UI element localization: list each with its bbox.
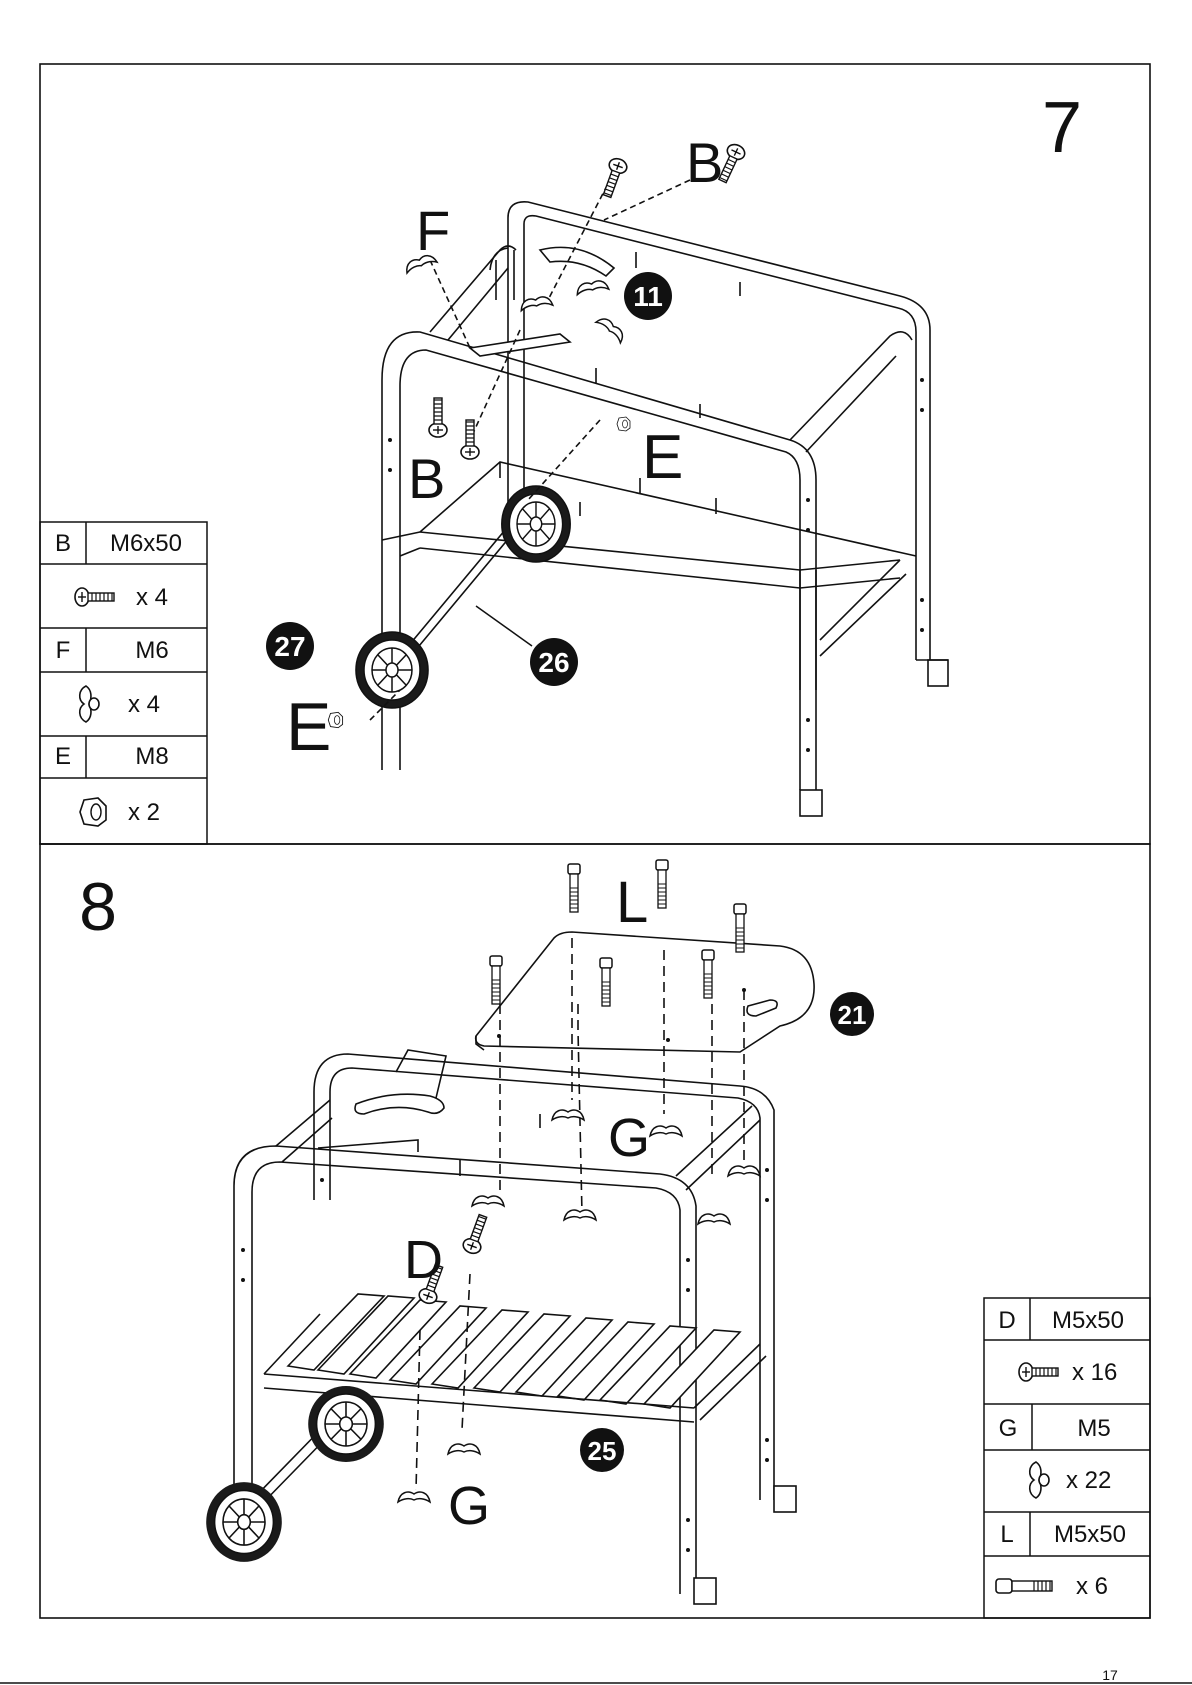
svg-text:25: 25 xyxy=(588,1436,617,1466)
step7-label-f: F xyxy=(416,199,450,262)
step8-screw-d-1 xyxy=(461,1213,491,1256)
step7-table-size-f: M6 xyxy=(135,637,168,664)
step8-bolt-l-4 xyxy=(734,904,746,952)
step8-table-size-l: M5x50 xyxy=(1054,1521,1126,1548)
step7-table-size-e: M8 xyxy=(135,743,168,770)
svg-text:27: 27 xyxy=(274,631,305,662)
step8-label-g-top: G xyxy=(608,1108,650,1168)
step7-table-code-b: B xyxy=(55,530,71,557)
step8-table-size-g: M5 xyxy=(1077,1415,1110,1442)
step8-wheel-front xyxy=(206,1482,282,1562)
svg-text:11: 11 xyxy=(633,281,663,312)
step8-bolt-l-5 xyxy=(600,958,612,1006)
step7-parts-table xyxy=(40,522,207,844)
step7-wingnut-f-3 xyxy=(576,279,609,294)
step7-callout-11: 11 xyxy=(624,272,672,320)
step8-table-code-g: G xyxy=(999,1415,1018,1442)
step8-table-code-d: D xyxy=(998,1307,1015,1334)
svg-text:26: 26 xyxy=(538,647,569,678)
step7-label-b-bottom: B xyxy=(408,447,445,510)
step8-number: 8 xyxy=(79,869,117,945)
step7-screw-b-top-left xyxy=(599,156,629,199)
step8-wingnut-g-4 xyxy=(472,1196,504,1206)
step8-label-l: L xyxy=(616,870,648,935)
screw-icon xyxy=(75,588,114,606)
step7-table-qty-f: x 4 xyxy=(128,691,160,718)
step7-label-b-top: B xyxy=(686,131,723,194)
step8-table-code-l: L xyxy=(1000,1521,1013,1548)
step7-callout-26: 26 xyxy=(530,638,578,686)
hex-nut-icon xyxy=(80,798,106,826)
step8-wingnut-g-2 xyxy=(650,1126,682,1136)
step8-callout-25: 25 xyxy=(580,1428,624,1472)
step8-grill-cart-illustration xyxy=(234,932,814,1604)
step8-table-qty-g: x 22 xyxy=(1066,1467,1111,1494)
step7-screw-b-bottom-left xyxy=(429,398,447,437)
step8-table-qty-d: x 16 xyxy=(1072,1359,1117,1386)
step8-bolt-l-3 xyxy=(656,860,668,908)
step8-bolt-l-6 xyxy=(702,950,714,998)
step8-table-size-d: M5x50 xyxy=(1052,1307,1124,1334)
step7-table-qty-b: x 4 xyxy=(136,584,168,611)
step8-wingnut-g-8 xyxy=(398,1492,430,1502)
step7-table-size-b: M6x50 xyxy=(110,530,182,557)
wing-nut-icon xyxy=(80,686,99,722)
step8-bolt-l-1 xyxy=(490,956,502,1004)
screw-icon xyxy=(1019,1363,1058,1381)
svg-text:21: 21 xyxy=(838,1000,867,1030)
step7-number: 7 xyxy=(1042,88,1082,168)
step8-wingnut-g-3 xyxy=(728,1166,760,1176)
step8-parts-table xyxy=(984,1298,1150,1618)
step7-table-code-e: E xyxy=(55,743,71,770)
step7-hexnut-e-top xyxy=(617,417,630,431)
step7-table-qty-e: x 2 xyxy=(128,799,160,826)
bolt-icon xyxy=(996,1579,1052,1593)
step7-label-e-top: E xyxy=(642,423,683,492)
step8-bolt-l-2 xyxy=(568,864,580,912)
step8-wingnut-g-5 xyxy=(564,1210,596,1220)
step8-table-qty-l: x 6 xyxy=(1076,1573,1108,1600)
step8-label-d: D xyxy=(404,1230,443,1290)
step7-label-e-bottom: E xyxy=(286,689,331,765)
page-number: 17 xyxy=(1102,1667,1118,1683)
step8-label-g-bottom: G xyxy=(448,1476,490,1536)
step7-table-code-f: F xyxy=(56,637,71,664)
step8-wingnut-g-7 xyxy=(448,1444,480,1454)
wing-nut-icon xyxy=(1030,1462,1049,1498)
step7-wingnut-f-4 xyxy=(596,315,627,343)
step8-callout-21: 21 xyxy=(830,992,874,1036)
step7-callout-27: 27 xyxy=(266,622,314,670)
step8-wheel-back xyxy=(308,1386,384,1462)
step8-wingnut-g-6 xyxy=(698,1214,730,1224)
